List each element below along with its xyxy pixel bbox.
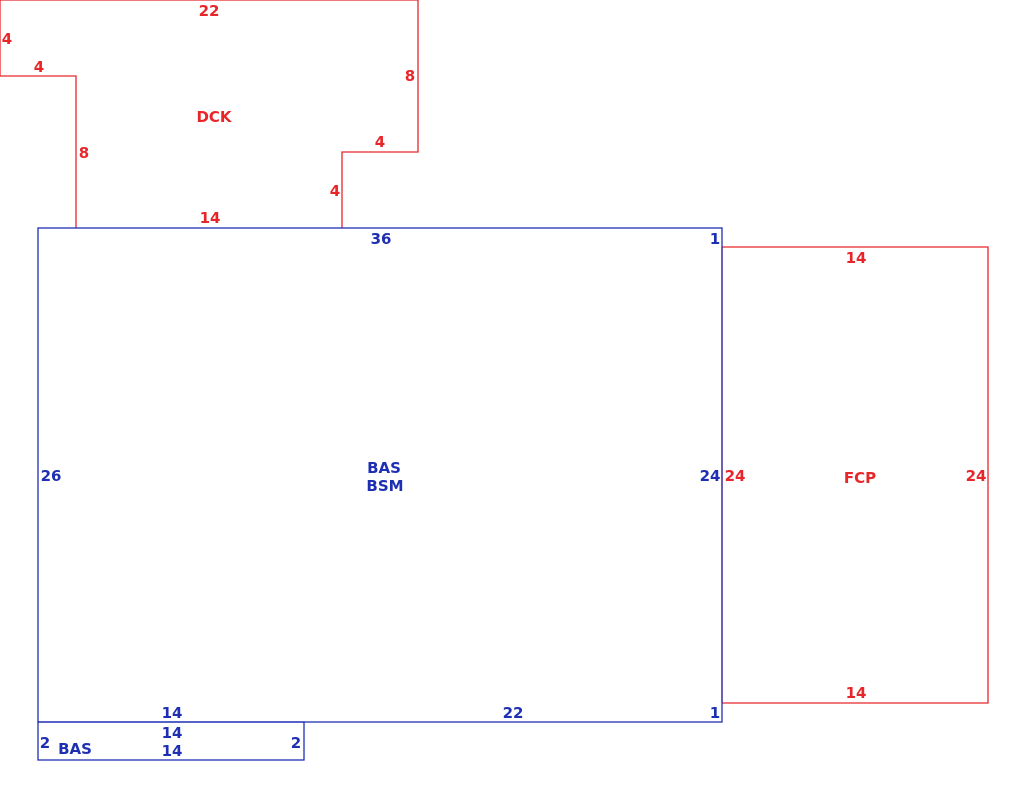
dck-dim-notch-side: 4 — [330, 182, 340, 200]
main-label-bas: BAS — [367, 459, 401, 477]
small-bas-dim-top: 14 — [162, 724, 183, 742]
fcp-dim-top: 14 — [846, 249, 867, 267]
small-bas-outline — [37, 721, 305, 761]
fcp-dim-bottom: 14 — [846, 684, 867, 702]
small-bas-label: BAS — [58, 740, 92, 758]
main-dim-bottom-right: 22 — [503, 704, 524, 722]
dck-dim-top: 22 — [199, 2, 220, 20]
dck-dim-left-step: 4 — [2, 30, 12, 48]
main-label-bsm: BSM — [366, 477, 403, 495]
main-dim-bottom-left: 14 — [162, 704, 183, 722]
small-bas-dim-left: 2 — [40, 734, 50, 752]
fcp-outline — [722, 246, 989, 704]
dck-dim-bottom: 14 — [200, 209, 221, 227]
main-dim-top-right: 1 — [710, 230, 720, 248]
main-dim-left: 26 — [41, 467, 62, 485]
main-bas-outline — [37, 227, 723, 723]
dck-dim-step-top: 4 — [34, 58, 44, 76]
dck-outline — [0, 0, 419, 228]
dck-dim-right: 8 — [405, 67, 415, 85]
small-bas-dim-bottom: 14 — [162, 742, 183, 760]
fcp-dim-right: 24 — [966, 467, 987, 485]
dck-label: DCK — [196, 108, 232, 126]
dck-dim-notch-top: 4 — [375, 133, 385, 151]
main-dim-top: 36 — [371, 230, 392, 248]
main-dim-bottom-corner: 1 — [710, 704, 720, 722]
fcp-dim-left: 24 — [725, 467, 746, 485]
fcp-label: FCP — [844, 469, 876, 487]
main-dim-right: 24 — [700, 467, 721, 485]
dck-dim-left: 8 — [79, 144, 89, 162]
small-bas-dim-right: 2 — [291, 734, 301, 752]
